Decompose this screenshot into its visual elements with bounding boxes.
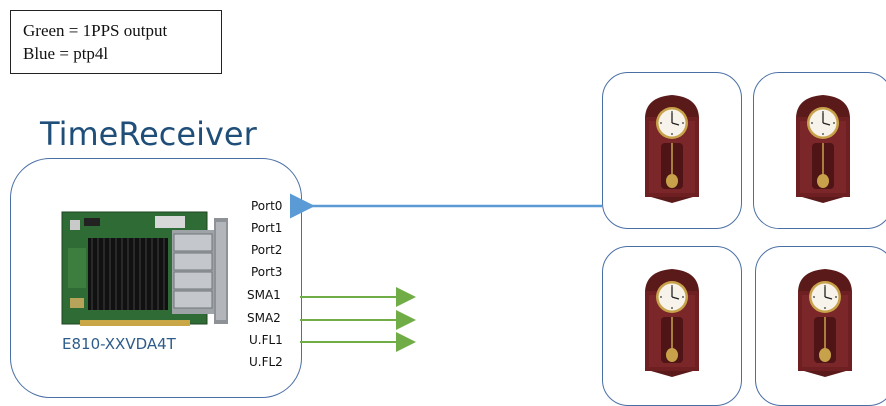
pendulum-clock-icon (644, 94, 700, 204)
nic-model-label: E810-XXVDA4T (62, 335, 176, 353)
pendulum-clock-icon (795, 94, 851, 204)
port-label-sma2: SMA2 (247, 311, 281, 325)
port-label-port1: Port1 (251, 221, 283, 235)
legend-blue: Blue = ptp4l (23, 44, 109, 63)
port-label-port3: Port3 (251, 265, 283, 279)
pendulum-clock-icon (797, 268, 853, 378)
pendulum-clock-icon (644, 268, 700, 378)
port-label-sma1: SMA1 (247, 288, 281, 302)
port-label-port2: Port2 (251, 243, 283, 257)
legend-green: Green = 1PPS output (23, 21, 168, 40)
port-label-ufl1: U.FL1 (249, 333, 283, 347)
nic-card-image (60, 208, 232, 328)
legend-box: Green = 1PPS output Blue = ptp4l (10, 10, 222, 74)
port-label-ufl2: U.FL2 (249, 355, 283, 369)
port-label-port0: Port0 (251, 199, 283, 213)
time-receiver-title: TimeReceiver (40, 115, 257, 153)
